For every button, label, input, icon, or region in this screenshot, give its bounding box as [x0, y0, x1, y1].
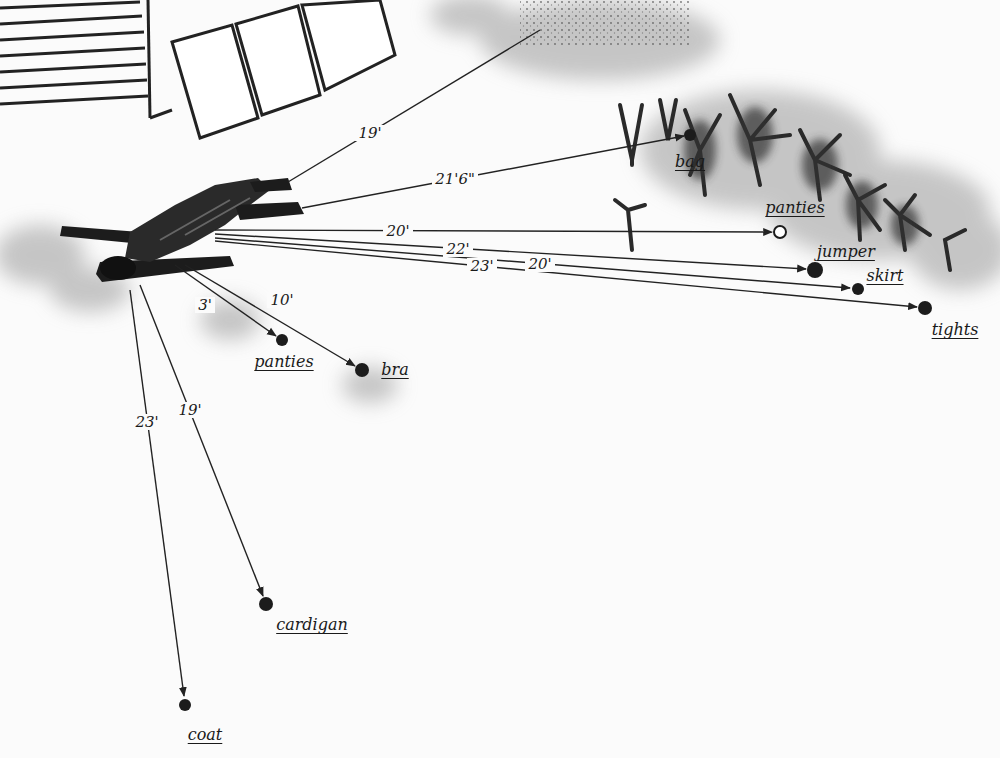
scene-stroke: [355, 363, 369, 377]
scene-stroke: [737, 107, 773, 163]
distance-label: 23': [467, 258, 496, 275]
scene-stroke: [148, 0, 150, 118]
distance-label: 10': [267, 292, 296, 309]
distance-label: 23': [132, 414, 161, 431]
scene-stroke: [852, 283, 864, 295]
scene-stroke: [945, 230, 965, 270]
distance-label: 20': [525, 256, 554, 273]
scene-stroke: [175, 265, 276, 336]
scene-stroke: [807, 262, 823, 278]
scene-stroke: [684, 120, 716, 180]
scene-stroke: [215, 230, 772, 232]
scene-stroke: [918, 301, 932, 315]
item-label: jumper: [815, 243, 877, 261]
scene-stroke: [150, 110, 172, 118]
scene-stroke: [130, 290, 184, 696]
house: [0, 0, 395, 138]
distance-label: 19': [175, 402, 204, 419]
item-label: panties: [252, 353, 315, 371]
scene-stroke: [140, 285, 263, 596]
scene-stroke: [620, 105, 642, 165]
scene-stroke: [615, 200, 645, 250]
scene-stroke: [125, 178, 270, 262]
scene-stroke: [891, 205, 919, 245]
scene-stroke: [480, 0, 720, 80]
item-label: panties: [763, 199, 826, 217]
bush-foliage: [684, 107, 919, 245]
distance-label: 3': [195, 297, 215, 314]
stippled-area: [520, 0, 690, 45]
measure-lines: [130, 30, 917, 696]
scene-stroke: [802, 139, 838, 191]
distance-label: 19': [355, 125, 384, 142]
scene-stroke: [215, 238, 850, 288]
scene-stroke: [430, 0, 510, 35]
scene-stroke: [179, 699, 191, 711]
scene-stroke: [276, 334, 288, 346]
scene-stroke: [845, 175, 885, 240]
scene-stroke: [215, 234, 806, 269]
distance-label: 22': [443, 241, 472, 258]
scene-stroke: [215, 241, 917, 307]
scene-stroke: [730, 95, 790, 185]
scene-stroke: [846, 181, 878, 229]
scene-stroke: [800, 130, 850, 200]
scene-stroke: [302, 0, 395, 90]
scene-stroke: [910, 210, 1000, 290]
scene-stroke: [774, 226, 786, 238]
scene-stroke: [235, 202, 304, 220]
scene-stroke: [885, 195, 930, 250]
scene-stroke: [0, 2, 148, 104]
item-label: bag: [673, 153, 707, 171]
scene-stroke: [100, 256, 136, 280]
item-label: coat: [186, 726, 225, 744]
scene-stroke: [288, 30, 540, 182]
scene-stroke: [660, 100, 676, 140]
item-label: skirt: [864, 267, 905, 285]
scene-stroke: [96, 256, 234, 282]
scene-stroke: [185, 265, 355, 366]
scene-stroke: [259, 597, 273, 611]
scene-stroke: [684, 129, 696, 141]
item-label: cardigan: [274, 616, 350, 634]
distance-label: 21'6": [432, 171, 478, 188]
scene-stroke: [250, 178, 292, 192]
item-markers: [179, 129, 932, 711]
scene-stroke: [160, 198, 250, 240]
scene-stroke: [302, 136, 684, 208]
ground-shading: [0, 0, 1000, 403]
item-label: bra: [379, 361, 410, 379]
distance-label: 20': [383, 223, 412, 240]
item-label: tights: [930, 321, 981, 339]
bushes: [615, 95, 965, 270]
